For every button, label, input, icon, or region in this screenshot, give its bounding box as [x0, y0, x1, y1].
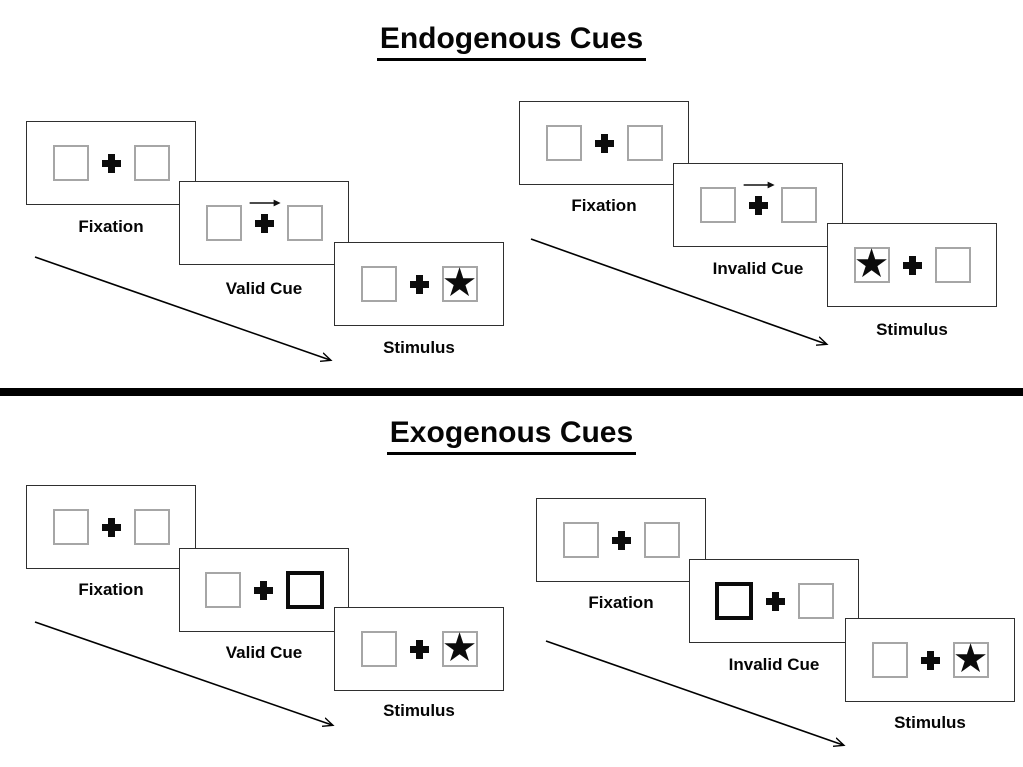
panel-label-valid-cue: Valid Cue: [225, 643, 303, 662]
left-box: [52, 509, 89, 545]
plus-icon: [253, 580, 273, 600]
panel-stimulus: ★: [827, 223, 997, 307]
plus-icon: [409, 274, 429, 294]
panel-fixation: [26, 121, 196, 205]
plus-icon: [409, 639, 429, 659]
plus-icon: [101, 517, 121, 537]
panel-label-stimulus: Stimulus: [383, 338, 455, 357]
left-box: [360, 631, 397, 667]
panel-label-fixation: Fixation: [78, 580, 144, 599]
plus-icon: [254, 213, 274, 233]
panel-label-fixation: Fixation: [571, 196, 637, 215]
central-cue: [743, 181, 775, 215]
timeline-arrow-icon: [34, 621, 332, 725]
panel-label-stimulus: Stimulus: [876, 320, 948, 339]
panel-label-fixation: Fixation: [588, 593, 654, 612]
panel-stimulus: ★: [334, 242, 504, 326]
plus-icon: [920, 650, 940, 670]
right-box: [133, 145, 170, 181]
panel-invalid-cue: [673, 163, 843, 247]
star-icon: ★: [441, 259, 478, 306]
left-box: [545, 125, 582, 161]
cue-highlight-box: [714, 582, 753, 620]
target-box: ★: [441, 259, 478, 306]
section-divider: [0, 388, 1023, 396]
plus-icon: [611, 530, 631, 550]
star-icon: ★: [441, 624, 478, 671]
timeline-arrow-icon: [34, 256, 330, 360]
panel-invalid-cue: [689, 559, 859, 643]
right-box: [133, 509, 170, 545]
right-box: [797, 583, 834, 619]
left-box: [204, 572, 241, 608]
star-icon: ★: [952, 635, 989, 682]
panel-label-invalid-cue: Invalid Cue: [712, 259, 804, 278]
target-box: ★: [952, 635, 989, 682]
cue-highlight-box: [285, 571, 324, 609]
plus-icon: [594, 133, 614, 153]
section-title-text: Exogenous Cues: [386, 416, 637, 455]
panel-label-invalid-cue: Invalid Cue: [728, 655, 820, 674]
plus-icon: [902, 255, 922, 275]
plus-icon: [748, 195, 768, 215]
target-box: ★: [441, 624, 478, 671]
right-box: [626, 125, 663, 161]
panel-fixation: [26, 485, 196, 569]
left-box: [360, 266, 397, 302]
panel-fixation: [519, 101, 689, 185]
right-box: [780, 187, 817, 223]
plus-icon: [765, 591, 785, 611]
panel-valid-cue: [179, 548, 349, 632]
target-box: ★: [853, 240, 890, 287]
right-box: [286, 205, 323, 241]
central-cue: [249, 199, 281, 233]
panel-label-stimulus: Stimulus: [894, 713, 966, 732]
plus-icon: [101, 153, 121, 173]
panel-fixation: [536, 498, 706, 582]
right-box: [934, 247, 971, 283]
cue-arrow-icon: [249, 199, 281, 206]
panel-label-valid-cue: Valid Cue: [225, 279, 303, 298]
section-title-exogenous: Exogenous Cues: [0, 416, 1023, 455]
panel-label-fixation: Fixation: [78, 217, 144, 236]
panel-stimulus: ★: [334, 607, 504, 691]
section-title-endogenous: Endogenous Cues: [0, 22, 1023, 61]
timeline-arrow-icon: [530, 238, 826, 344]
left-box: [871, 642, 908, 678]
left-box: [52, 145, 89, 181]
left-box: [562, 522, 599, 558]
panel-stimulus: ★: [845, 618, 1015, 702]
panel-valid-cue: [179, 181, 349, 265]
star-icon: ★: [853, 240, 890, 287]
right-box: [643, 522, 680, 558]
section-title-text: Endogenous Cues: [376, 22, 647, 61]
panel-label-stimulus: Stimulus: [383, 701, 455, 720]
left-box: [205, 205, 242, 241]
left-box: [699, 187, 736, 223]
cue-arrow-icon: [743, 181, 775, 188]
